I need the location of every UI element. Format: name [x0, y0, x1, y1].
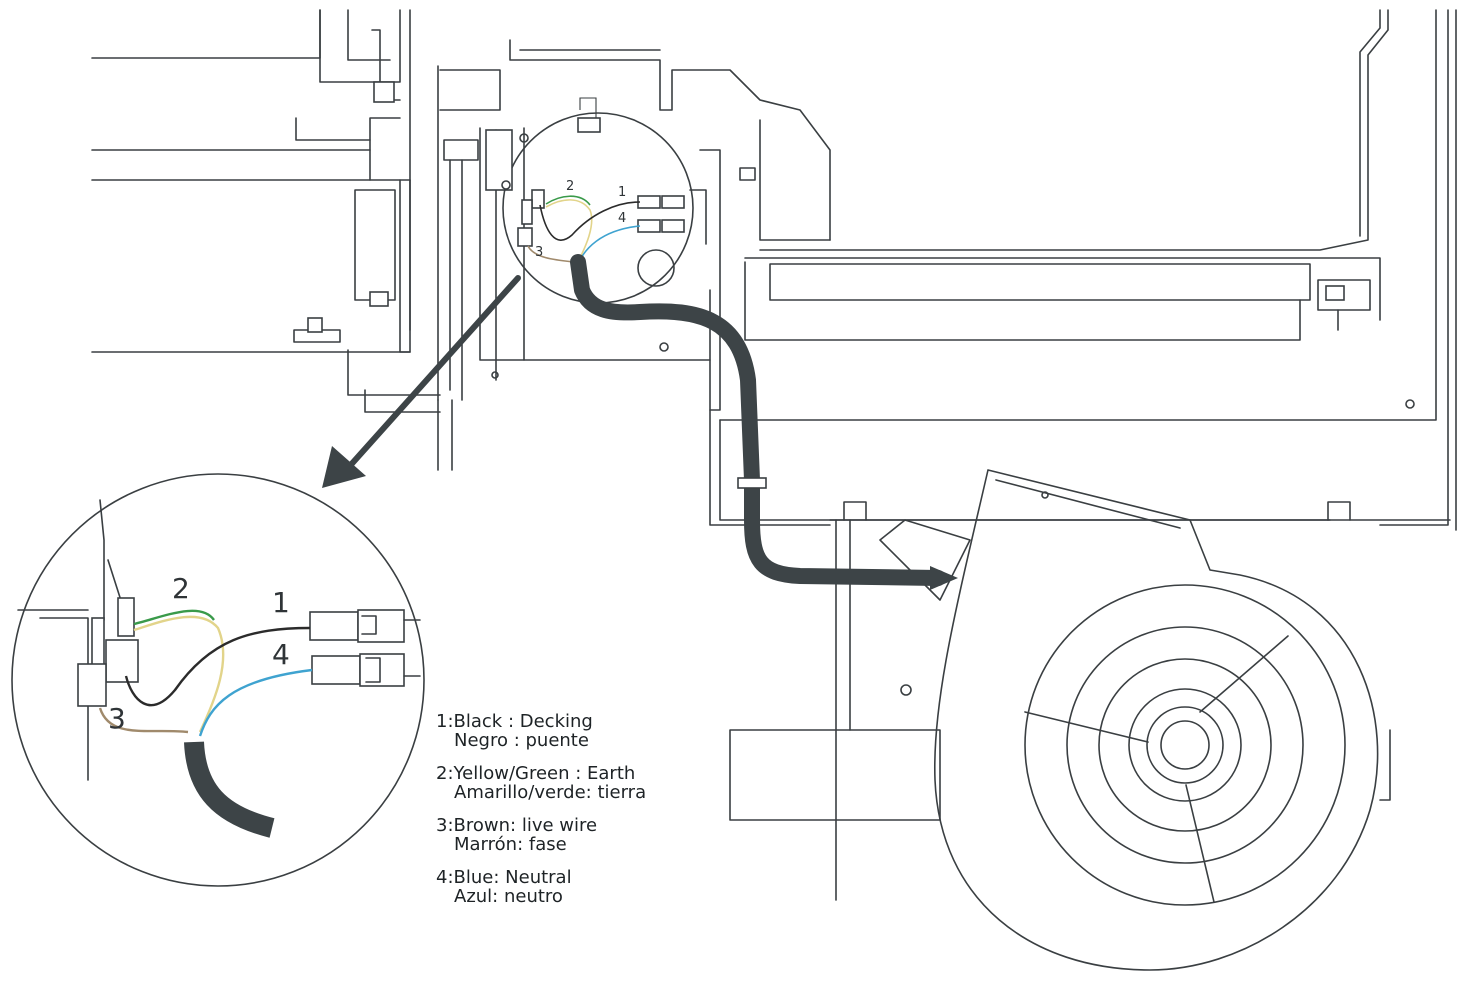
base-plate	[729, 501, 1391, 901]
legend-english: Yellow/Green : Earth	[453, 763, 636, 784]
small-wire-label-1: 1	[618, 185, 626, 200]
legend-english: Brown: live wire	[453, 815, 598, 836]
legend-spanish: Marrón: fase	[454, 834, 567, 855]
wire-label-4: 4	[272, 638, 290, 671]
detail-arrow	[322, 275, 521, 488]
wire-label-1: 1	[272, 586, 290, 619]
legend-spanish: Negro : puente	[454, 730, 589, 751]
legend-key: 3:	[436, 815, 454, 836]
wire-label-3: 3	[108, 702, 126, 735]
power-cable	[570, 254, 946, 586]
legend-spanish: Azul: neutro	[454, 886, 563, 907]
centre-panel	[364, 9, 831, 526]
legend-english: Black : Decking	[453, 711, 593, 732]
legend-item: 4:Blue: Neutral Azul: neutro	[436, 868, 646, 906]
wire-legend: 1:Black : Decking Negro : puente 2:Yello…	[436, 712, 646, 920]
small-wire-label-3: 3	[535, 245, 543, 260]
blower-fan	[933, 469, 1379, 971]
right-cabinet	[719, 9, 1457, 531]
legend-item: 1:Black : Decking Negro : puente	[436, 712, 646, 750]
detail-circle-small: 2 1 4 3	[485, 97, 707, 304]
left-housing	[91, 9, 441, 396]
detail-circle-large: 2 1 4 3	[11, 473, 425, 887]
cable-clamp	[737, 477, 767, 489]
small-wire-label-4: 4	[618, 211, 626, 226]
legend-key: 1:	[436, 711, 454, 732]
legend-key: 4:	[436, 867, 454, 888]
legend-item: 2:Yellow/Green : Earth Amarillo/verde: t…	[436, 764, 646, 802]
legend-english: Blue: Neutral	[453, 867, 572, 888]
legend-item: 3:Brown: live wire Marrón: fase	[436, 816, 646, 854]
small-wire-label-2: 2	[566, 179, 574, 194]
legend-spanish: Amarillo/verde: tierra	[454, 782, 647, 803]
legend-key: 2:	[436, 763, 454, 784]
wire-label-2: 2	[172, 572, 190, 605]
cable-arrowhead	[930, 566, 958, 590]
